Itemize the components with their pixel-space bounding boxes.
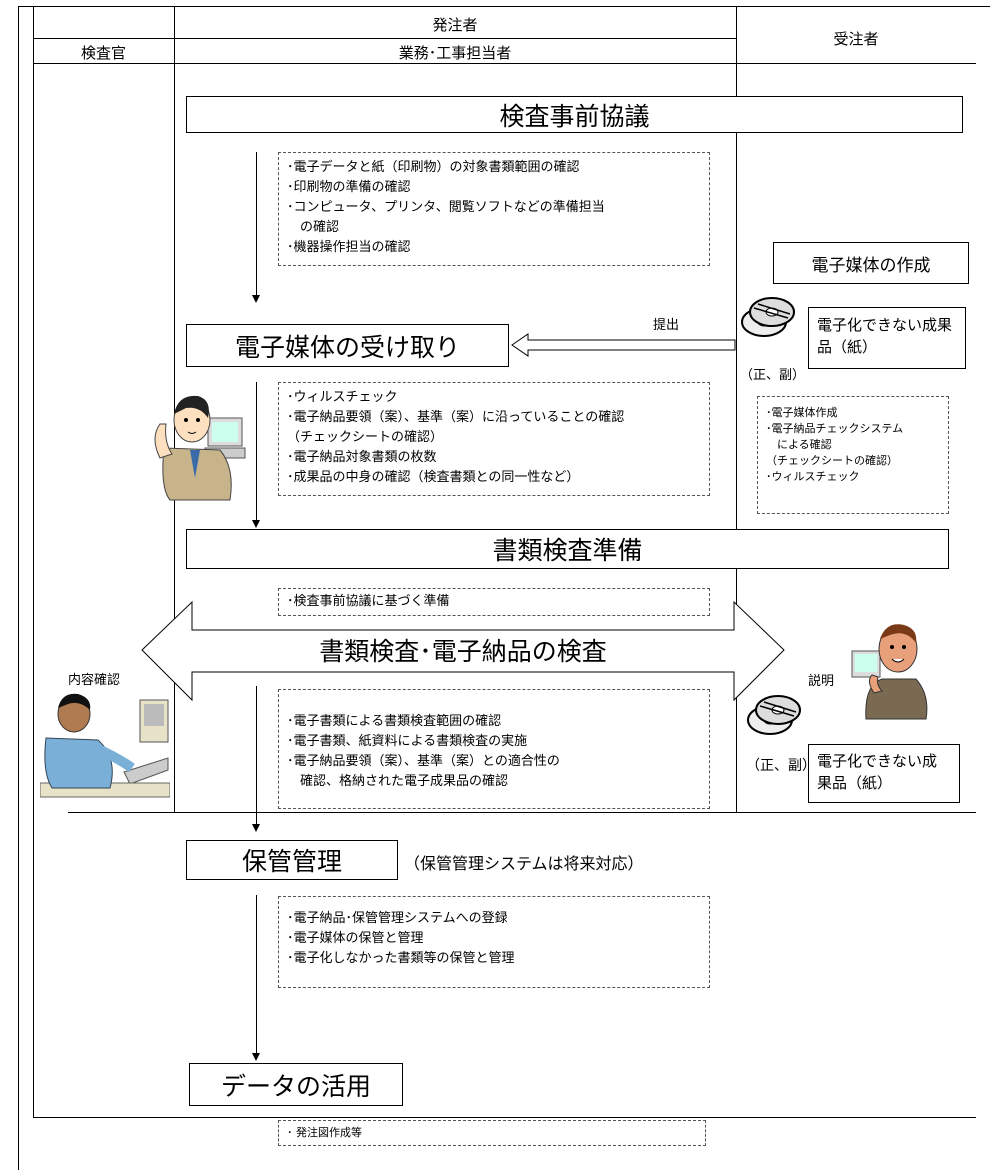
flow-line-1 (256, 152, 257, 297)
stage-pre-meeting-title: 検査事前協議 (499, 101, 650, 131)
contractor-person-icon (851, 624, 928, 720)
cd-disc-icon (741, 297, 795, 337)
note-item: ･コンピュータ、プリンタ、閲覧ソフトなどの準備担当 (287, 200, 605, 215)
staff-person-icon (154, 395, 246, 501)
receipt-notes: ･ウィルスチェック ･電子納品要領（案）、基準（案）に沿っていることの確認 （チ… (278, 382, 710, 496)
flow-arrow-1 (252, 295, 260, 303)
header-orderer: 発注者 (432, 16, 478, 34)
inspector-person-icon (40, 693, 170, 798)
stage-utilization: データの活用 (189, 1063, 403, 1106)
storage-note: （保管管理システムは将来対応） (404, 854, 644, 873)
utilization-notes: ･ 発注図作成等 (278, 1120, 706, 1146)
note-item: の確認 (287, 220, 340, 235)
stage-utilization-title: データの活用 (220, 1071, 371, 1101)
flow-arrow-2 (252, 520, 260, 528)
media-creation-box: 電子媒体の作成 (773, 242, 969, 284)
note-item: ･機器操作担当の確認 (287, 240, 411, 255)
outer-bottom-border (33, 1117, 976, 1118)
paper-deliverable-box-top: 電子化できない成果品（紙） (808, 307, 966, 369)
stage-storage: 保管管理 (186, 840, 398, 880)
note-item: ･電子データと紙（印刷物）の対象書類範囲の確認 (287, 160, 580, 175)
submit-label: 提出 (653, 318, 680, 333)
flow-line-2 (256, 382, 257, 522)
inspection-double-arrow (141, 600, 785, 702)
submit-arrow-icon (511, 333, 736, 357)
inspection-right-label: 説明 (808, 674, 835, 689)
page-left-rule (18, 6, 19, 1170)
paper-deliverable-box-bottom: 電子化できない成果品（紙） (808, 744, 960, 803)
header-inspector: 検査官 (80, 44, 126, 62)
inspection-left-label: 内容確認 (68, 673, 121, 688)
flow-line-3 (256, 686, 257, 826)
stage-doc-prep-title: 書類検査準備 (492, 536, 643, 565)
cd-disc-icon-bottom (747, 695, 801, 735)
inspection-notes: ･電子書類による書類検査範囲の確認 ･電子書類、紙資料による書類検査の実施 ･電… (278, 689, 710, 809)
stage-storage-title: 保管管理 (241, 847, 342, 876)
storage-notes: ･電子納品･保管管理システムへの登録 ･電子媒体の保管と管理 ･電子化しなかった… (278, 896, 710, 988)
contractor-tasks: ･電子媒体作成 ･電子納品チェックシステム による確認 （チェックシートの確認）… (757, 396, 949, 514)
header-contractor: 受注者 (833, 30, 879, 48)
stage-receipt: 電子媒体の受け取り (186, 324, 509, 367)
header-staff: 業務･工事担当者 (398, 44, 512, 62)
flow-arrow-4 (252, 1053, 260, 1061)
pre-meeting-notes: ･電子データと紙（印刷物）の対象書類範囲の確認 ･印刷物の準備の確認 ･コンピュ… (278, 152, 710, 266)
bottom-section-rule (68, 812, 976, 813)
stage-doc-prep: 書類検査準備 (186, 529, 949, 569)
doc-prep-notes: ･検査事前協議に基づく準備 (278, 588, 710, 616)
stage-inspection-title: 書類検査･電子納品の検査 (319, 637, 607, 666)
contractor-column-divider (736, 6, 737, 812)
flow-line-4 (256, 895, 257, 1055)
inspector-column-divider (174, 6, 175, 812)
flow-arrow-3 (252, 824, 260, 832)
header-subdivider (33, 38, 736, 39)
media-copies-label-bottom: （正、副） (746, 758, 816, 774)
outer-left-border (33, 6, 34, 1118)
note-item: ･印刷物の準備の確認 (287, 180, 411, 195)
stage-receipt-title: 電子媒体の受け取り (234, 332, 460, 362)
stage-pre-meeting: 検査事前協議 (186, 96, 963, 133)
media-copies-label: （正、副） (740, 368, 806, 383)
page-top-rule (18, 6, 990, 7)
header-bottom-rule (33, 63, 976, 64)
